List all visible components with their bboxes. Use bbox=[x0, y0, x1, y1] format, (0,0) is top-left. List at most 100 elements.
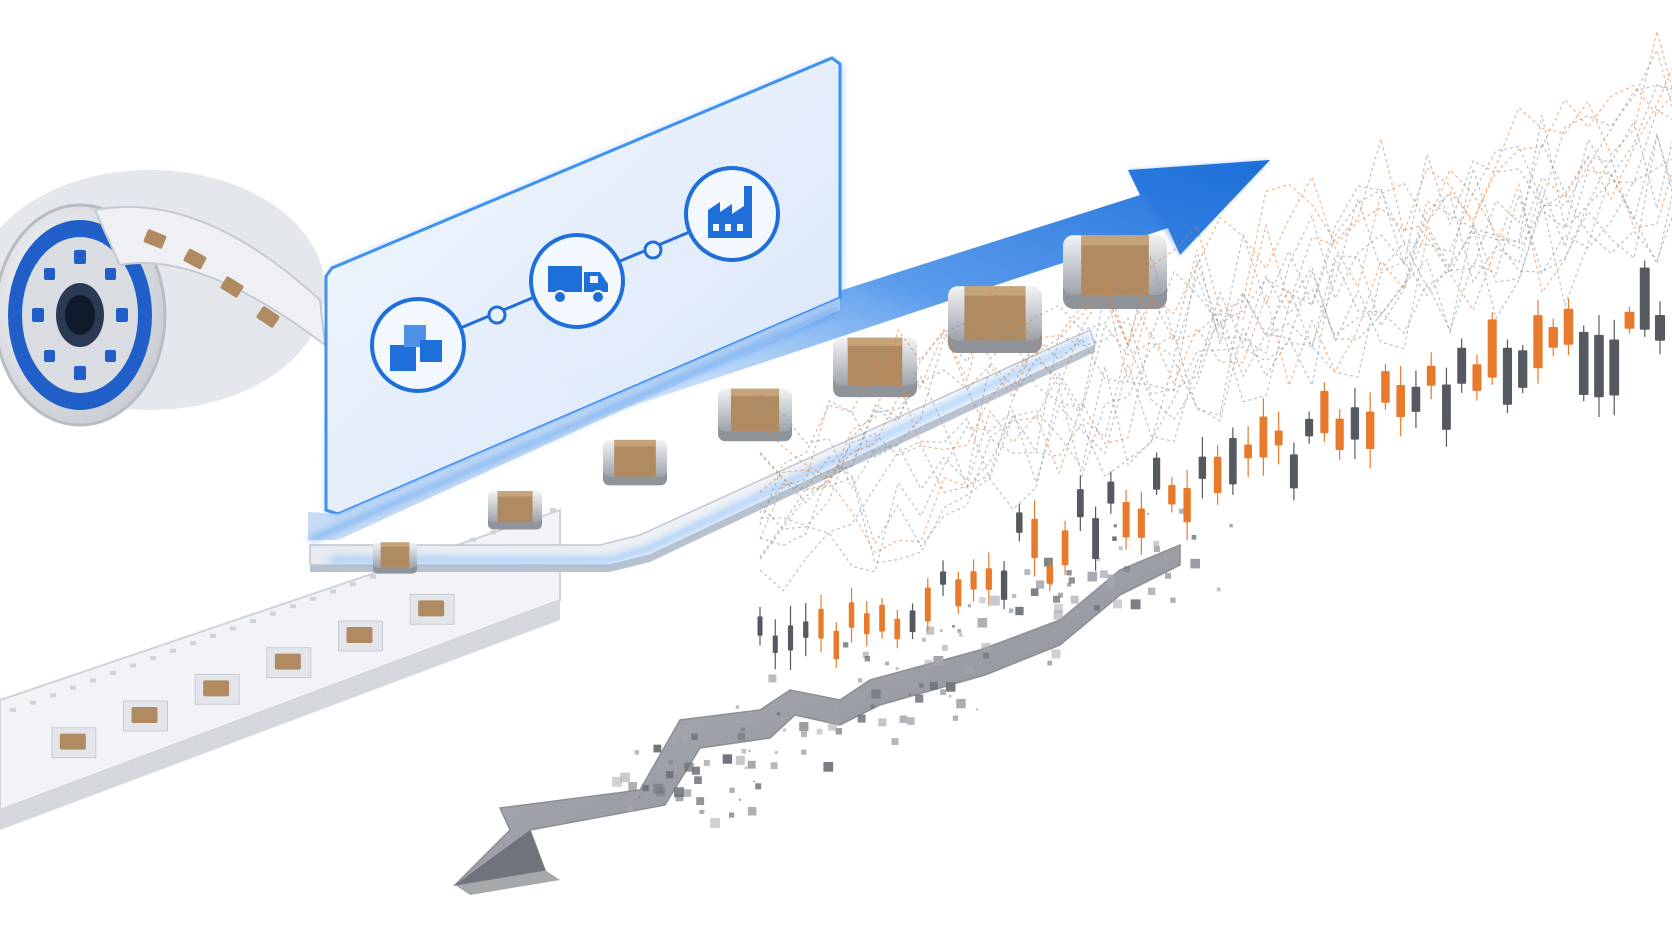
debris-particle bbox=[843, 642, 849, 648]
debris-particle bbox=[741, 748, 747, 754]
tape-capacitor bbox=[409, 593, 455, 625]
debris-particle bbox=[1123, 566, 1130, 573]
candlestick bbox=[1076, 475, 1084, 532]
tape-sprocket-hole bbox=[90, 678, 96, 683]
tape-sprocket-hole bbox=[170, 648, 176, 653]
debris-particle bbox=[1053, 610, 1063, 620]
debris-particle bbox=[801, 731, 807, 738]
debris-particle bbox=[729, 787, 735, 793]
debris-particle bbox=[776, 712, 781, 716]
debris-particle bbox=[979, 597, 986, 604]
tape-sprocket-hole bbox=[70, 685, 76, 690]
candlestick bbox=[1213, 445, 1222, 505]
candlestick bbox=[1335, 408, 1344, 460]
candlestick bbox=[940, 560, 947, 596]
tape-sprocket-hole bbox=[470, 537, 476, 542]
debris-particle bbox=[638, 796, 641, 799]
candlestick bbox=[970, 559, 977, 602]
debris-particle bbox=[1058, 592, 1064, 598]
debris-particle bbox=[799, 721, 809, 732]
boxes-icon bbox=[370, 297, 466, 393]
debris-particle bbox=[1035, 580, 1045, 589]
volatility-line bbox=[759, 84, 1672, 504]
debris-particle bbox=[694, 776, 702, 784]
candlestick bbox=[1563, 298, 1574, 356]
debris-particle bbox=[801, 749, 807, 755]
candlestick bbox=[1092, 506, 1100, 571]
candlestick bbox=[1016, 503, 1023, 542]
debris-particle bbox=[683, 789, 692, 797]
debris-particle bbox=[959, 633, 963, 637]
debris-particle bbox=[957, 628, 962, 633]
tape-sprocket-hole bbox=[130, 663, 136, 668]
candlestick bbox=[1594, 315, 1604, 417]
debris-particle bbox=[668, 760, 673, 765]
debris-particle bbox=[870, 704, 875, 709]
debris-particle bbox=[737, 732, 745, 741]
candlestick bbox=[1061, 520, 1069, 575]
debris-particle bbox=[915, 694, 924, 703]
debris-particle bbox=[684, 762, 694, 772]
debris-particle bbox=[735, 705, 740, 709]
debris-particle bbox=[925, 626, 935, 635]
debris-particle bbox=[634, 750, 640, 755]
decline-arrow bbox=[452, 543, 1181, 895]
debris-particle bbox=[612, 776, 623, 787]
candlestick bbox=[818, 594, 824, 653]
debris-particle bbox=[656, 787, 666, 797]
tape-sprocket-hole bbox=[370, 574, 376, 579]
debris-particle bbox=[748, 750, 751, 753]
candlestick bbox=[909, 603, 916, 640]
tape-sprocket-hole bbox=[50, 693, 56, 698]
tape-capacitor bbox=[338, 620, 383, 652]
debris-particle bbox=[747, 760, 756, 769]
debris-particle bbox=[1068, 577, 1075, 584]
connector-node bbox=[487, 305, 507, 325]
debris-particle bbox=[642, 784, 649, 792]
debris-particle bbox=[1113, 599, 1123, 609]
candlestick bbox=[1046, 558, 1054, 592]
debris-particle bbox=[627, 805, 633, 812]
debris-particle bbox=[924, 659, 932, 668]
debris-particle bbox=[747, 806, 757, 816]
candlestick bbox=[1320, 382, 1329, 442]
tape-sprocket-hole bbox=[270, 611, 276, 616]
tape-sprocket-hole bbox=[230, 626, 236, 631]
debris-particle bbox=[1066, 570, 1072, 576]
debris-particle bbox=[1170, 597, 1176, 603]
candlestick bbox=[955, 571, 962, 615]
debris-particle bbox=[738, 798, 741, 801]
debris-particle bbox=[891, 738, 899, 746]
candlestick bbox=[1639, 260, 1650, 337]
volatility-line bbox=[759, 193, 1672, 558]
debris-particle bbox=[1096, 557, 1101, 562]
debris-particle bbox=[1153, 546, 1160, 553]
tape-sprocket-hole bbox=[110, 670, 116, 675]
debris-particle bbox=[816, 728, 823, 735]
candlestick bbox=[1229, 427, 1237, 495]
debris-particle bbox=[710, 818, 720, 828]
capacitor-row bbox=[373, 235, 1167, 574]
volatility-line bbox=[759, 67, 1672, 539]
candlestick bbox=[1624, 306, 1635, 334]
debris-particle bbox=[871, 689, 881, 699]
candlestick bbox=[1305, 411, 1314, 444]
tape-capacitor bbox=[194, 673, 240, 705]
debris-particle bbox=[1087, 571, 1098, 582]
debris-particle bbox=[952, 715, 959, 721]
candlestick bbox=[985, 552, 992, 606]
debris-particle bbox=[1191, 534, 1197, 540]
debris-particle bbox=[1229, 523, 1233, 528]
capacitor-chip bbox=[1063, 235, 1167, 309]
candlestick bbox=[1031, 500, 1038, 577]
volatility-lines bbox=[759, 31, 1672, 592]
tape-sprocket-hole bbox=[330, 589, 336, 594]
debris-particle bbox=[752, 780, 755, 783]
debris-particle bbox=[672, 739, 676, 743]
debris-particle bbox=[1051, 649, 1061, 659]
debris-particle bbox=[862, 651, 869, 658]
tape-capacitor bbox=[51, 727, 97, 759]
candlestick bbox=[1350, 387, 1360, 460]
volatility-line bbox=[759, 158, 1672, 592]
debris-particle bbox=[1100, 570, 1108, 579]
